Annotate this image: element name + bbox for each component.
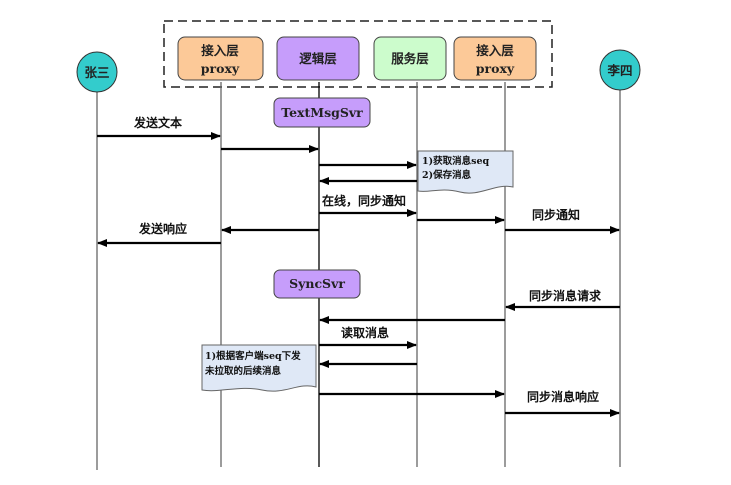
service-box-textmsgsvr: TextMsgSvr	[273, 97, 371, 128]
label-send-text: 发送文本	[133, 115, 182, 130]
layer-proxy-right-line2: proxy	[476, 61, 515, 76]
layer-service-label: 服务层	[391, 51, 429, 66]
layer-box-service: 服务层	[373, 36, 447, 81]
note-get-seq-save: 1)获取消息seq 2)保存消息	[417, 150, 514, 194]
layer-logic-label: 逻辑层	[299, 51, 337, 66]
actor-user-a: 张三	[76, 51, 118, 93]
layer-box-logic: 逻辑层	[276, 36, 360, 81]
note2-line1: 1)根据客户端seq下发	[205, 350, 301, 362]
layer-box-proxy-left: 接入层 proxy	[177, 36, 264, 81]
note1-line2: 2)保存消息	[422, 169, 472, 181]
actor-user-a-label: 张三	[84, 65, 109, 80]
label-read-msg: 读取消息	[341, 325, 389, 340]
service-syncsvr-label: SyncSvr	[289, 276, 345, 291]
actor-user-b-label: 李四	[606, 63, 632, 78]
note2-line2: 未拉取的后续消息	[204, 365, 282, 377]
label-send-response: 发送响应	[138, 221, 187, 236]
layer-group-frame	[163, 20, 553, 88]
note1-line1: 1)获取消息seq	[422, 155, 489, 167]
service-textmsgsvr-label: TextMsgSvr	[281, 105, 363, 120]
label-online-sync-notify: 在线，同步通知	[322, 193, 406, 208]
layer-proxy-right-line1: 接入层	[476, 43, 514, 58]
label-sync-notify: 同步通知	[532, 207, 580, 222]
label-sync-msg-request: 同步消息请求	[529, 288, 602, 303]
layer-box-proxy-right: 接入层 proxy	[453, 36, 537, 81]
label-sync-msg-response: 同步消息响应	[527, 389, 599, 404]
layer-proxy-left-line2: proxy	[201, 61, 240, 76]
note-deliver-pending: 1)根据客户端seq下发 未拉取的后续消息	[201, 344, 317, 392]
actor-user-b: 李四	[599, 49, 641, 91]
layer-proxy-left-line1: 接入层	[201, 43, 239, 58]
service-box-syncsvr: SyncSvr	[273, 269, 361, 299]
